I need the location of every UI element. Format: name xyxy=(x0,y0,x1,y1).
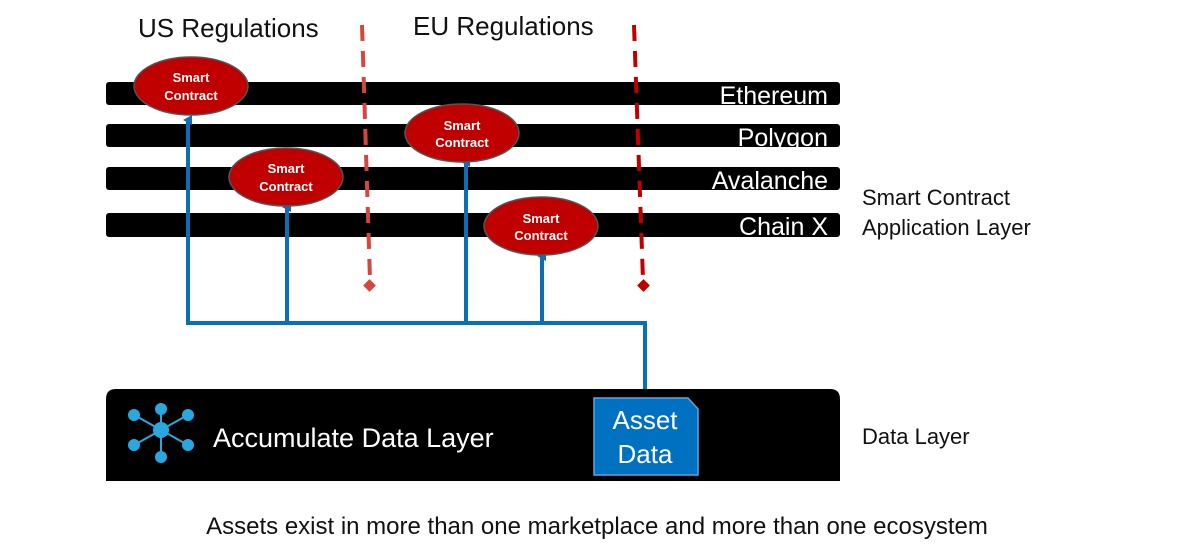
smart-contract-line1: Smart xyxy=(444,118,482,133)
smart-contract-layer-label-line2: Application Layer xyxy=(862,215,1031,240)
asset-data-document: Asset Data xyxy=(593,397,699,476)
smart-contract-polygon: Smart Contract xyxy=(404,103,520,163)
asset-data-line1: Asset xyxy=(612,405,678,435)
us-regulations-label: US Regulations xyxy=(138,13,319,43)
data-layer-label: Data Layer xyxy=(862,424,970,449)
data-layer-title: Accumulate Data Layer xyxy=(213,423,494,453)
us-eu-boundary xyxy=(360,24,376,292)
smart-contract-layer-label-line1: Smart Contract xyxy=(862,185,1010,210)
smart-contract-chain-x: Smart Contract xyxy=(483,196,599,256)
chain-bar-chain-x: Chain X xyxy=(106,213,840,241)
smart-contract-line2: Contract xyxy=(435,135,489,150)
smart-contract-line2: Contract xyxy=(514,228,568,243)
smart-contract-line2: Contract xyxy=(259,179,313,194)
caption: Assets exist in more than one marketplac… xyxy=(206,513,988,540)
chain-label-ethereum: Ethereum xyxy=(720,82,828,110)
smart-contract-line1: Smart xyxy=(523,211,561,226)
accumulate-data-layer: Accumulate Data Layer Asset Data xyxy=(106,389,840,481)
smart-contract-avalanche: Smart Contract xyxy=(228,147,344,207)
chain-label-chain-x: Chain X xyxy=(739,213,828,241)
chain-bar-ethereum: Ethereum xyxy=(106,82,840,110)
network-hub-icon xyxy=(128,403,194,463)
smart-contract-ethereum: Smart Contract xyxy=(133,56,249,116)
eu-boundary xyxy=(632,24,650,292)
asset-data-line2: Data xyxy=(618,439,673,469)
chain-label-avalanche: Avalanche xyxy=(712,167,828,195)
asset-connectors xyxy=(183,115,647,398)
smart-contract-line1: Smart xyxy=(173,70,211,85)
smart-contract-line1: Smart xyxy=(268,161,306,176)
smart-contract-line2: Contract xyxy=(164,88,218,103)
eu-regulations-label: EU Regulations xyxy=(413,11,594,41)
chain-label-polygon: Polygon xyxy=(738,124,828,152)
chain-bar-avalanche: Avalanche xyxy=(106,167,840,195)
